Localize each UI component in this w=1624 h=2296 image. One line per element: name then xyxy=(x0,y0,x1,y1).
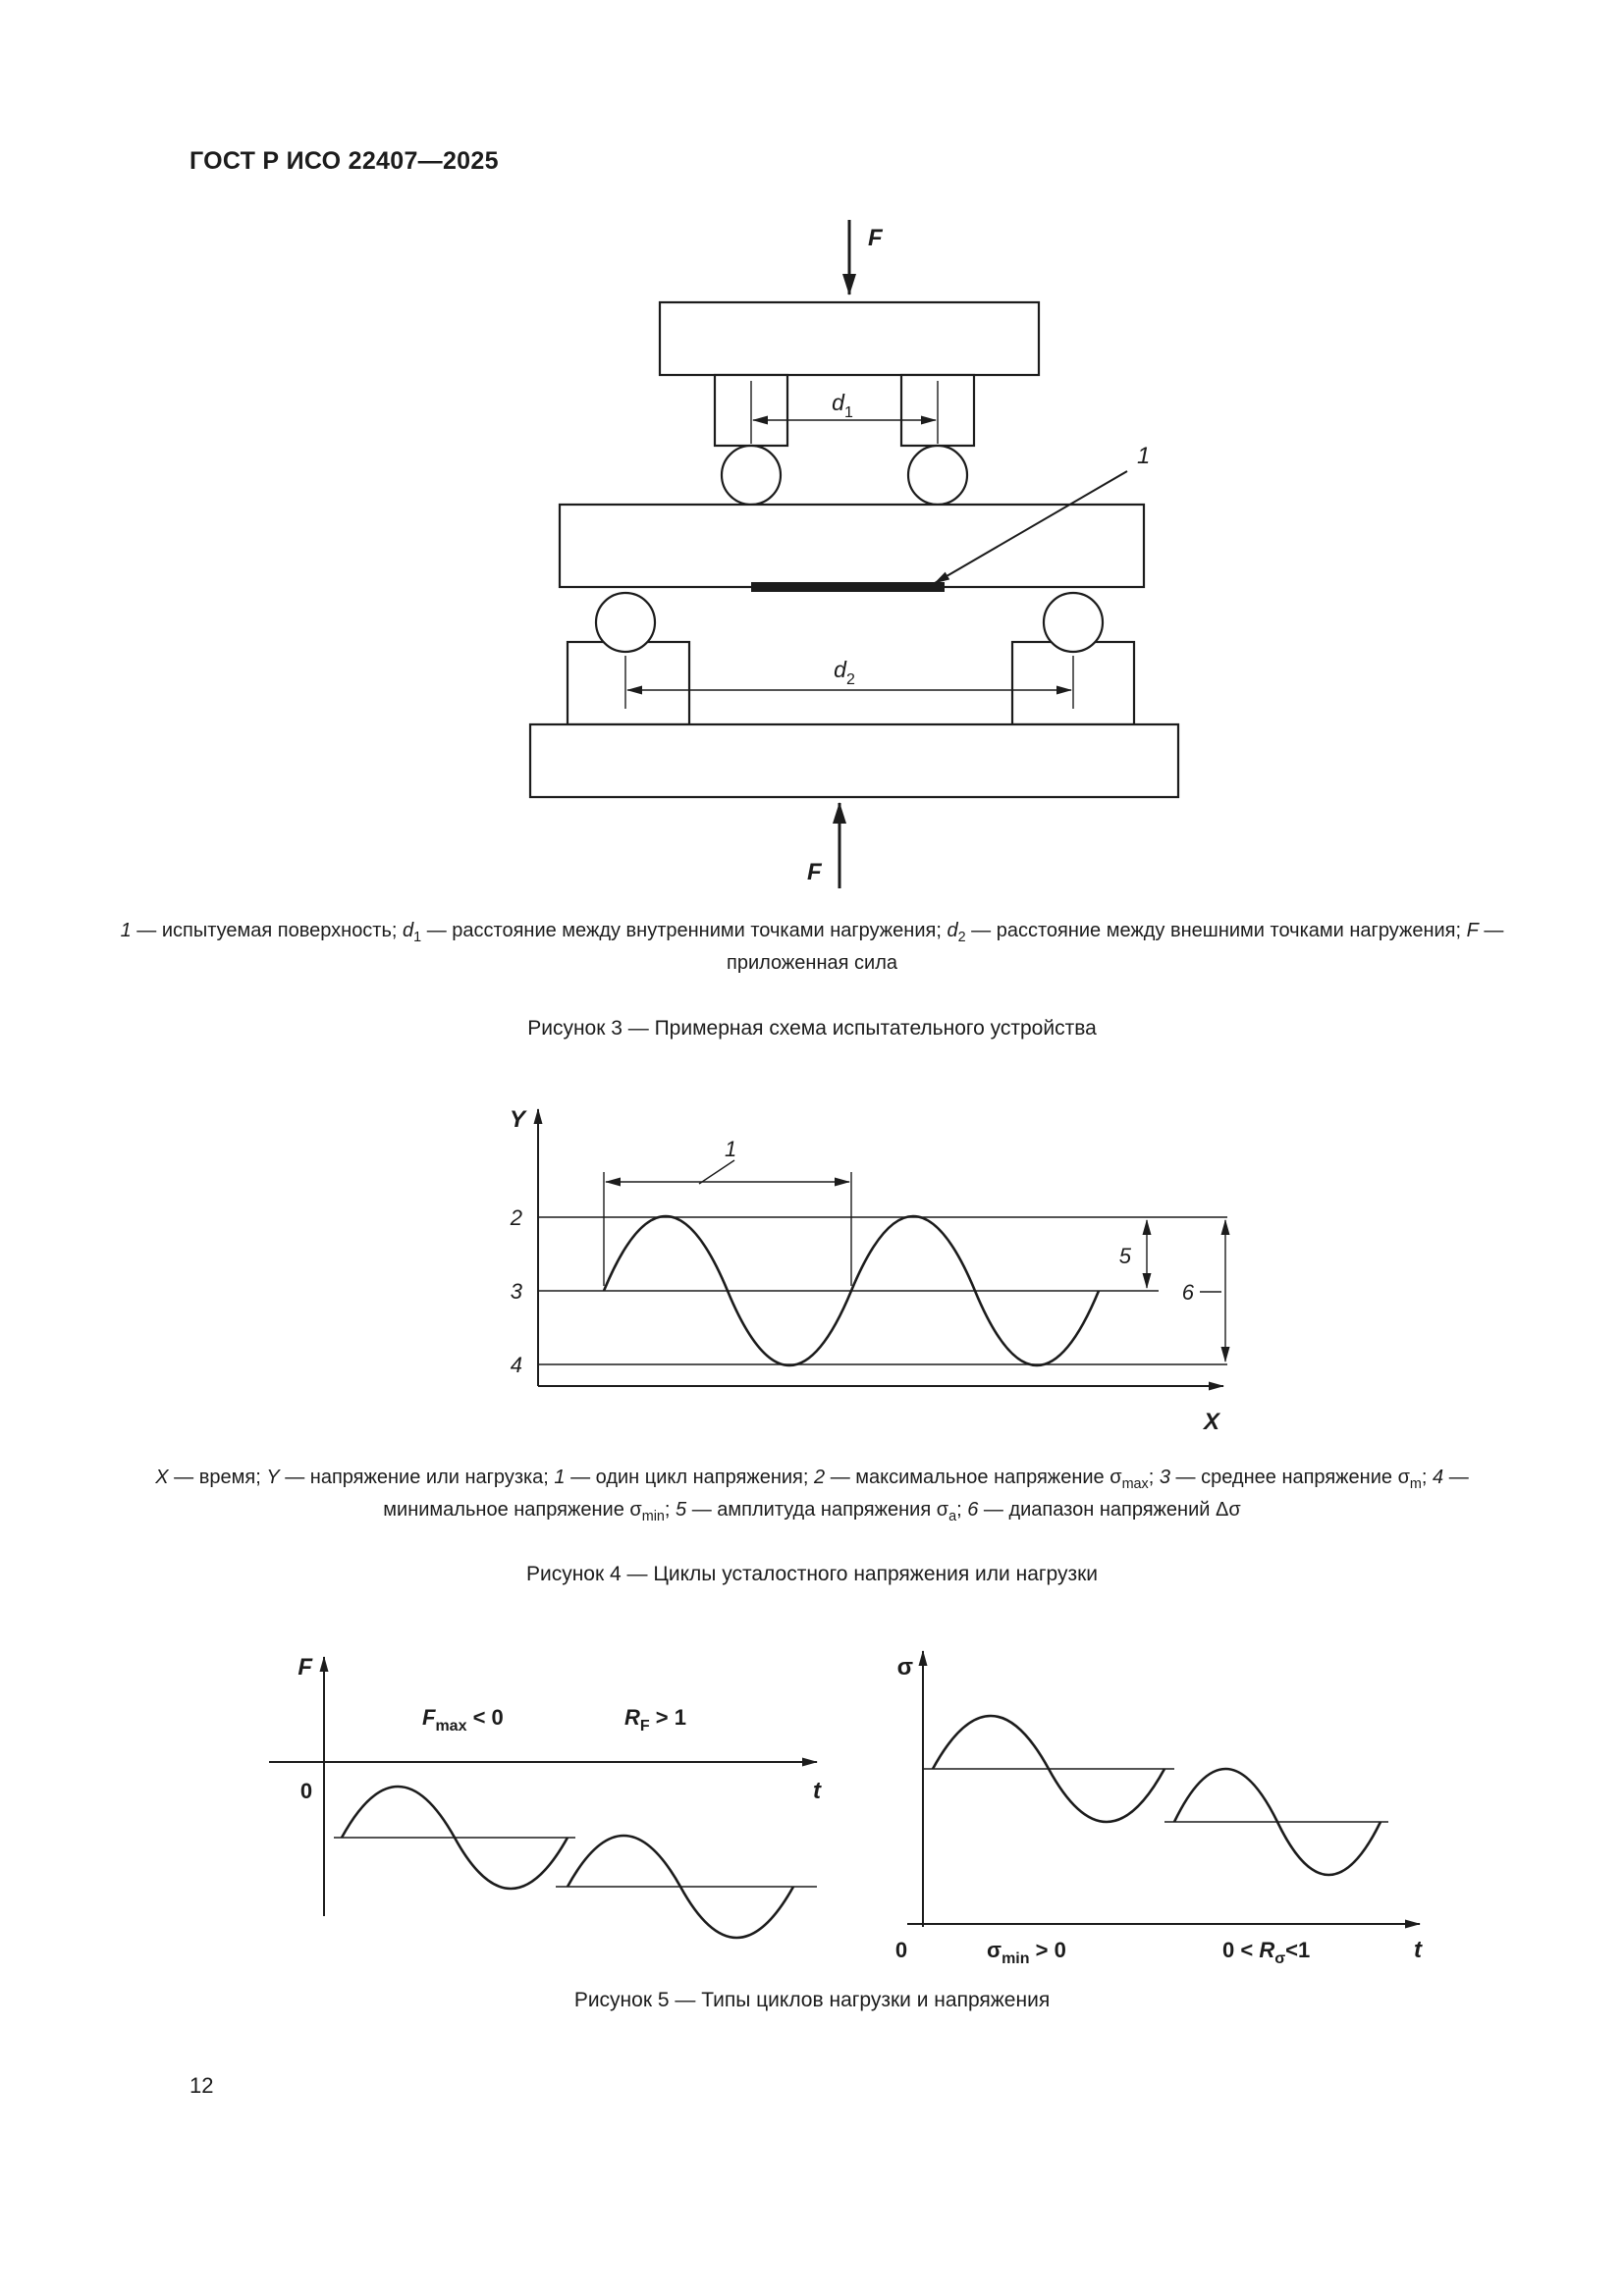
surface-leader-line xyxy=(934,470,1128,584)
upper-platen xyxy=(658,300,1041,377)
min-level-label: 4 xyxy=(511,1353,522,1377)
sigma-axis-label: σ xyxy=(897,1654,913,1681)
surface-callout-label: 1 xyxy=(1137,443,1150,469)
sigmamin-condition-label: σmin > 0 xyxy=(987,1938,1066,1967)
amplitude-label: 5 xyxy=(1119,1244,1132,1268)
outer-roller-right xyxy=(1042,591,1105,654)
page-header: ГОСТ Р ИСО 22407—2025 xyxy=(189,147,499,175)
figure5-right-diagram: σ 0 t σmin > 0 0 < Rσ<1 xyxy=(895,1650,1423,1967)
max-level-label: 2 xyxy=(510,1205,522,1230)
figure5-title: Рисунок 5 — Типы циклов нагрузки и напря… xyxy=(573,1989,1051,2011)
figure4-title: Рисунок 4 — Циклы усталостного напряжени… xyxy=(525,1563,1099,1585)
outer-roller-left xyxy=(594,591,657,654)
origin-label-right: 0 xyxy=(895,1938,907,1962)
figure3-title: Рисунок 3 — Примерная схема испытательно… xyxy=(527,1017,1097,1040)
outer-support-block-left xyxy=(566,640,691,726)
inner-roller-right xyxy=(906,444,969,507)
rf-condition-label: RF > 1 xyxy=(624,1705,686,1735)
figure3-caption: 1 — испытуемая поверхность; d1 — расстоя… xyxy=(120,920,1504,975)
inner-roller-left xyxy=(720,444,783,507)
figure4-caption: X — время; Y — напряжение или нагрузка; … xyxy=(155,1467,1469,1525)
f-axis-label: F xyxy=(298,1654,313,1681)
figure3-diagram: F d1 1 d2 F xyxy=(528,220,1180,888)
mean-level-label: 3 xyxy=(511,1279,523,1304)
range-label: 6 xyxy=(1182,1280,1195,1305)
force-top-label: F xyxy=(868,225,884,251)
cycle-label: 1 xyxy=(725,1137,736,1161)
stress-wave xyxy=(602,1214,1101,1367)
figure4-diagram: 1 5 6 Y X 2 3 4 xyxy=(510,1106,1230,1435)
y-axis-label: Y xyxy=(510,1106,527,1133)
x-axis-label: X xyxy=(1202,1409,1221,1435)
t-label-right: t xyxy=(1414,1937,1423,1963)
origin-label-left: 0 xyxy=(300,1779,312,1803)
cycle-leader xyxy=(698,1159,735,1185)
page-number: 12 xyxy=(189,2073,214,2098)
r-wave1 xyxy=(931,1714,1166,1824)
specimen-bar xyxy=(558,503,1146,589)
lower-platen xyxy=(528,722,1180,799)
d2-label: d2 xyxy=(834,657,855,688)
rsigma-condition-label: 0 < Rσ<1 xyxy=(1222,1938,1310,1967)
t-label-left: t xyxy=(813,1778,822,1804)
figure5-left-diagram: F 0 t Fmax < 0 RF > 1 xyxy=(269,1654,822,1940)
fmax-condition-label: Fmax < 0 xyxy=(422,1705,504,1735)
test-surface xyxy=(751,582,945,592)
wave2 xyxy=(566,1834,795,1940)
r-wave2 xyxy=(1172,1767,1382,1877)
wave1 xyxy=(340,1785,569,1891)
force-bottom-label: F xyxy=(807,859,823,885)
d1-label: d1 xyxy=(832,390,853,421)
